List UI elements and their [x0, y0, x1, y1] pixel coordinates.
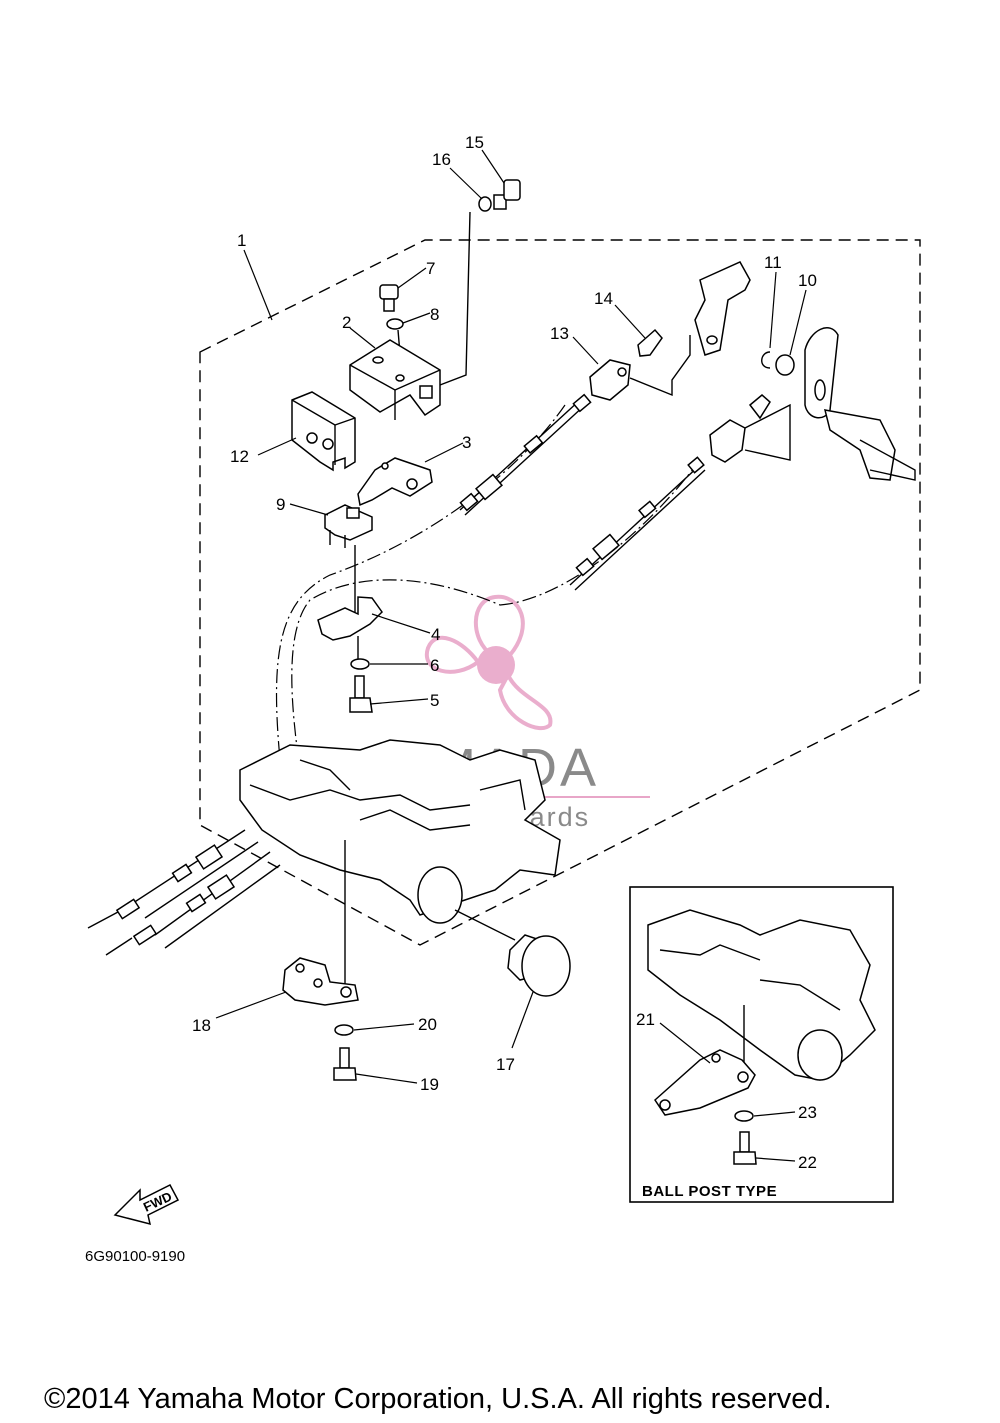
part-22-bolt	[733, 1131, 757, 1165]
callout-6: 6	[430, 656, 439, 675]
callout-18: 18	[192, 1016, 211, 1035]
copyright-notice: ©2014 Yamaha Motor Corporation, U.S.A. A…	[44, 1383, 832, 1415]
diagram-code: 6G90100-9190	[85, 1248, 185, 1265]
callout-10: 10	[798, 271, 817, 290]
part-19-bolt	[333, 1047, 357, 1081]
callout-20: 20	[418, 1015, 437, 1034]
part-16-washer	[478, 196, 492, 212]
callout-8: 8	[430, 305, 439, 324]
inset-cowling	[647, 909, 876, 1081]
part-20-washer	[334, 1024, 354, 1036]
inset-label: BALL POST TYPE	[642, 1183, 777, 1200]
part-12-block	[291, 391, 356, 472]
callout-23: 23	[798, 1103, 817, 1122]
callout-16: 16	[432, 150, 451, 169]
callout-17: 17	[496, 1055, 515, 1074]
part-8-washer	[386, 318, 404, 330]
part-23-washer	[734, 1110, 754, 1122]
part-9-clip	[324, 504, 373, 548]
callout-4: 4	[431, 625, 440, 644]
throttle-cable	[459, 393, 592, 516]
callout-21: 21	[636, 1010, 655, 1029]
part-2-bracket	[349, 339, 441, 420]
part-13-joint	[589, 359, 631, 401]
cable-ends-left	[87, 829, 281, 956]
part-6-washer	[350, 658, 370, 670]
callout-1: 1	[237, 231, 246, 250]
callout-14: 14	[594, 289, 613, 308]
watermark-propeller-logo	[424, 594, 553, 731]
callout-2: 2	[342, 313, 351, 332]
shift-cable-joint	[709, 394, 791, 463]
bottom-cowling	[239, 739, 561, 924]
part-3-plate	[357, 457, 433, 507]
callout-12: 12	[230, 447, 249, 466]
part-5-bolt	[349, 675, 373, 713]
part-18-plate	[282, 957, 359, 1006]
callout-19: 19	[420, 1075, 439, 1094]
callout-7: 7	[426, 259, 435, 278]
part-17-grommet	[507, 934, 571, 997]
callout-9: 9	[276, 495, 285, 514]
cable-route-upper	[275, 404, 566, 761]
part-21-plate	[654, 1049, 756, 1116]
part-4-holder	[317, 596, 383, 641]
leader-lines	[215, 149, 807, 1162]
part-14-clip	[637, 328, 663, 357]
part-7-bolt	[379, 284, 399, 312]
callout-11: 11	[764, 253, 782, 272]
part-10-washer	[775, 354, 795, 376]
shift-lever	[804, 327, 916, 481]
part-15-bolt	[493, 179, 521, 210]
throttle-arm	[629, 261, 751, 397]
callout-15: 15	[465, 133, 484, 152]
fwd-arrow-icon: FWD	[113, 1184, 180, 1226]
callout-22: 22	[798, 1153, 817, 1172]
callout-3: 3	[462, 433, 471, 452]
assembly-boundary	[199, 239, 921, 946]
shift-cable	[569, 456, 706, 591]
callout-13: 13	[550, 324, 569, 343]
inset-box	[629, 886, 894, 1203]
callout-5: 5	[430, 691, 439, 710]
part-11-circlip	[761, 351, 771, 369]
